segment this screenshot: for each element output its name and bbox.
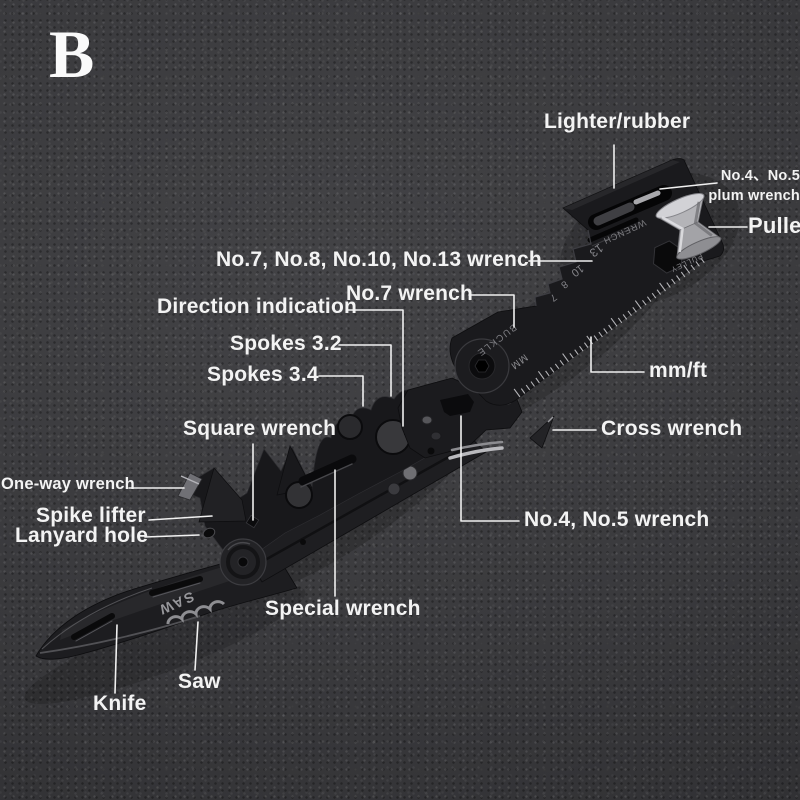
- label-spokes-32: Spokes 3.2: [230, 332, 342, 355]
- pivot-disc: [219, 538, 267, 586]
- label-direction-indication: Direction indication: [157, 295, 358, 318]
- spike-lifter-point: [198, 467, 247, 523]
- blade-edge-bevel: [39, 615, 201, 654]
- label-spokes-34: Spokes 3.4: [207, 363, 319, 386]
- engraving-size-10: 10: [569, 262, 586, 279]
- ruler-ticks: [513, 257, 705, 398]
- label-pulley: Pulley: [748, 213, 800, 238]
- leader-lines: [114, 144, 748, 694]
- special-wrench-slot: [298, 454, 357, 486]
- leader-line-lanyard: [144, 534, 200, 538]
- blade-groove: [149, 576, 203, 596]
- hex-cutout: [652, 240, 684, 274]
- label-plum-wrench-line2: plum wrench: [708, 188, 800, 205]
- label-spike-lifter: Spike lifter: [36, 504, 146, 527]
- leader-line-spokes-32: [338, 344, 392, 397]
- label-one-way-wrench: One-way wrench: [1, 475, 135, 493]
- leader-line-plum-wrench: [659, 182, 718, 190]
- variant-letter: B: [49, 16, 95, 92]
- label-knife: Knife: [93, 692, 147, 715]
- leader-line-no7-wrench: [468, 294, 515, 328]
- label-no7-wrench: No.7 wrench: [346, 282, 474, 305]
- label-mm-ft: mm/ft: [649, 359, 708, 382]
- label-square-wrench: Square wrench: [183, 417, 337, 440]
- cross-wrench-spike: [529, 415, 555, 449]
- saw-serrations: [166, 600, 226, 625]
- wire-clip: [448, 446, 504, 460]
- label-special-wrench: Special wrench: [265, 597, 421, 620]
- gear-plate: [177, 382, 471, 555]
- leader-line-knife: [114, 624, 118, 694]
- leader-line-spike-lifter: [148, 515, 213, 521]
- engraving-size-7: 7: [547, 291, 558, 303]
- label-no45-wrench: No.4, No.5 wrench: [524, 508, 710, 531]
- leader-line-spokes-34: [318, 375, 364, 407]
- leader-line-mm-ft: [590, 336, 645, 373]
- ruler-arm-and-head: BUCKLE MM WRENCH 13 10 8 7 PULLEY: [449, 158, 724, 406]
- label-wrench-set: No.7, No.8, No.10, No.13 wrench: [216, 248, 542, 271]
- lighter-rod: [593, 202, 635, 226]
- leader-line-direction: [347, 309, 404, 427]
- blade-slot: [71, 613, 115, 640]
- plum-wrench-bit: [633, 190, 661, 205]
- one-way-wrench-nub: [177, 472, 203, 501]
- hex-bolt: [474, 359, 490, 373]
- lanyard-hole-cutout: [202, 527, 216, 539]
- engraving-size-8: 8: [558, 278, 569, 290]
- leader-line-no45-wrench: [460, 415, 520, 522]
- pulley-wheel: [655, 193, 722, 260]
- label-cross-wrench: Cross wrench: [601, 417, 743, 440]
- label-plum-wrench-line1: No.4、No.5: [720, 168, 800, 184]
- label-saw: Saw: [178, 670, 221, 693]
- no4-no5-wrench-slot: [440, 394, 474, 416]
- leader-line-saw: [194, 621, 199, 671]
- label-plum-wrench: No.4、No.5 plum wrench: [696, 166, 800, 207]
- label-lanyard-hole: Lanyard hole: [15, 524, 149, 547]
- handle-pin: [387, 482, 401, 496]
- square-wrench-hole: [245, 514, 260, 529]
- label-lighter-rubber: Lighter/rubber: [544, 110, 691, 133]
